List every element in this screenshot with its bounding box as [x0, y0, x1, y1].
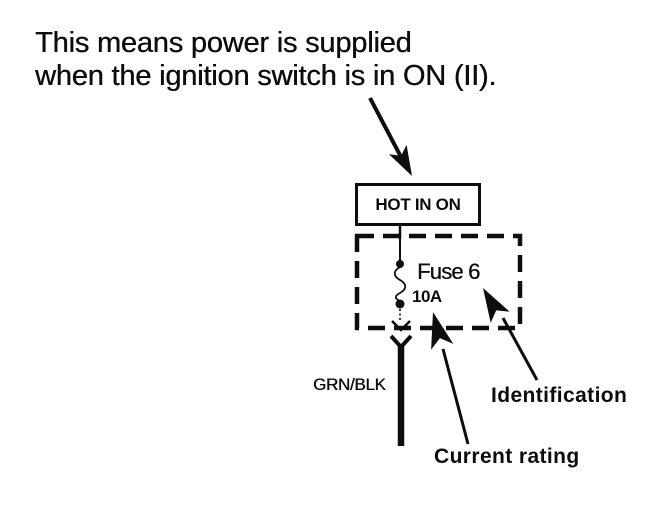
- connector-male-arrow: [391, 320, 411, 332]
- annotation-line-2: when the ignition switch is in ON (II).: [35, 60, 497, 92]
- fuse-squiggle-symbol-icon: [393, 238, 407, 322]
- current-rating-pointer-head: [431, 312, 454, 350]
- identification-pointer-cursor-arrow-icon: [483, 288, 539, 381]
- current-rating-pointer-cursor-arrow-icon: [431, 312, 470, 445]
- annotation-line-1: This means power is supplied: [35, 27, 412, 59]
- connector-female-y: [389, 334, 413, 349]
- identification-pointer-head: [483, 288, 510, 323]
- fuse-element-squiggle: [393, 266, 407, 302]
- male-female-terminal-symbol-icon: [389, 320, 413, 349]
- annotation-arrow-icon: [368, 97, 412, 176]
- hot-in-on-label: HOT IN ON: [375, 194, 461, 214]
- identification-pointer-line: [501, 317, 539, 381]
- fuse-rating-label: 10A: [412, 287, 442, 306]
- annotation-arrowhead-icon: [389, 144, 412, 176]
- current-rating-label: Current rating: [434, 445, 580, 468]
- identification-label: Identification: [491, 384, 628, 407]
- fuse-top-terminal-dot: [396, 260, 404, 268]
- annotation-arrow-line: [368, 97, 403, 158]
- annotation-text: This means power is supplied when the ig…: [35, 27, 496, 93]
- current-rating-pointer-line: [441, 348, 470, 445]
- fuse-name-label: Fuse 6: [417, 259, 480, 284]
- wire-color-label: GRN/BLK: [313, 375, 386, 394]
- hot-in-on-box: HOT IN ON: [355, 183, 481, 226]
- fuse-bottom-terminal-dot: [395, 299, 405, 309]
- fuse-dashed-box: [354, 233, 523, 331]
